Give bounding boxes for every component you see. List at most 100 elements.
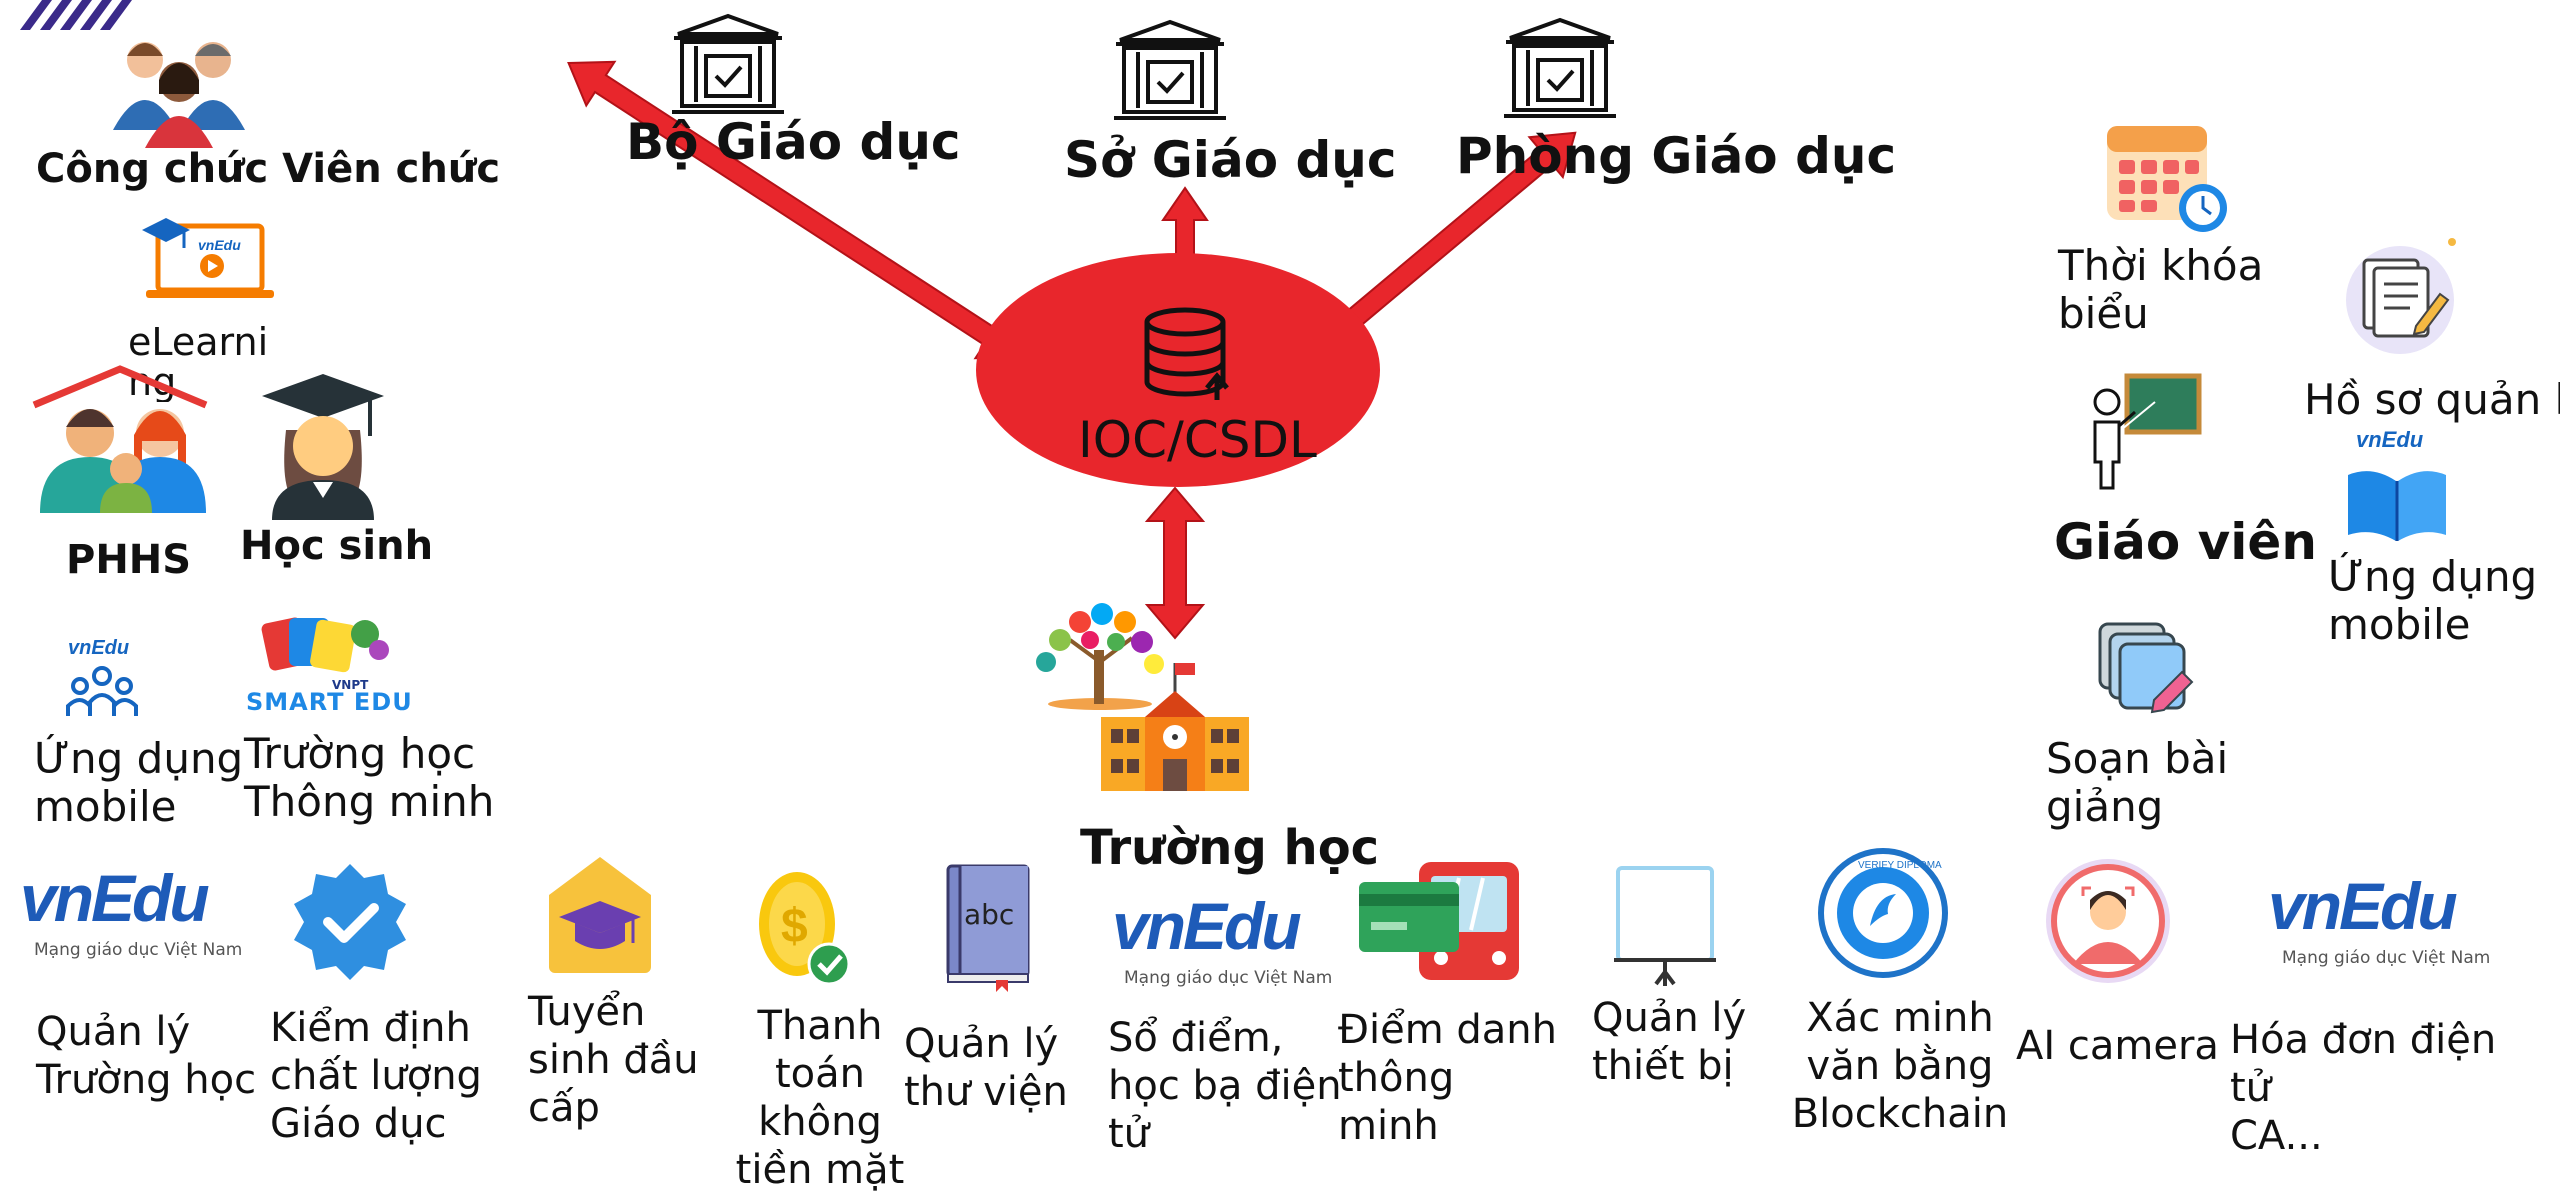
lesson-plan-label-2: giảng [2046,782,2164,831]
left-mobile-app-label-1: Ứng dụng [34,734,244,783]
cashless-payment-coin-icon: $ [759,872,851,986]
service-label-line: AI camera [2016,1023,2219,1069]
office-building-icon [1504,17,1616,118]
enrollment-graduation-icon [549,857,651,973]
diploma-blockchain-seal-icon: VERIFY DIPLOMA [1818,848,1948,978]
vnpt-logo-text: VNPT [332,678,369,692]
department-label: Sở Giáo dục [1064,131,1397,189]
parents-family-icon [32,365,208,513]
department-building-icon [1114,19,1226,120]
equipment-projector-screen-icon [1614,866,1716,986]
service-label-line: minh [1338,1103,1439,1149]
civil-servants-people-icon [113,42,245,148]
civil-servants-label: Công chức Viên chức [36,146,501,192]
smart-school-label-1: Trường học [244,729,476,778]
left-mobile-app-label-2: mobile [34,782,177,831]
records-label: Hồ sơ quản lý [2304,375,2560,424]
service-label-line: chất lượng [270,1053,482,1099]
ioc-center-ellipse [976,253,1380,487]
smart-school-label-2: Thông minh [244,777,495,826]
ioc-label: IOC/CSDL [1078,411,1317,469]
lesson-plan-label-1: Soạn bài [2046,734,2229,783]
teacher-blackboard-icon [2093,373,2202,490]
service-label-line: Giáo dục [270,1101,447,1147]
elearning-label: eLearning [128,322,269,402]
service-label-10: AI camera [2016,1022,2219,1070]
vnedu-logo-gradebook: vnEdu Mạng giáo dục Việt Nam [1112,890,1332,1000]
smart-edu-logo-text: SMART EDU [246,688,413,716]
service-label-line: Tuyển [528,989,646,1035]
service-label-line: Trường học [36,1057,257,1103]
service-label-line: Sổ điểm, [1108,1015,1284,1061]
vnedu-book-app-icon: vnEdu [2348,427,2446,541]
service-label-line: thông [1338,1055,1455,1101]
lesson-plan-icon [2098,622,2194,714]
vnedu-tagline: Mạng giáo dục Việt Nam [1124,968,1333,988]
corner-stripes-decoration [20,0,132,30]
service-label-line: tử [1108,1111,1150,1157]
service-label-line: tiền mặt [735,1147,905,1193]
office-label: Phòng Giáo dục [1456,127,1897,185]
service-label-line: học bạ điện [1108,1063,1342,1109]
vnedu-brand-text: vnEdu [20,861,210,935]
ministry-label: Bộ Giáo dục [626,113,961,171]
records-documents-icon [2346,238,2456,354]
service-label-line: tử [2230,1065,2272,1111]
parents-label: PHHS [66,537,192,583]
vnedu-brand-text: vnEdu [2268,869,2458,943]
elearning-icon: vnEdu [142,218,274,298]
service-label-line: sinh đầu [528,1037,699,1083]
vnedu-tagline: Mạng giáo dục Việt Nam [2282,948,2491,968]
library-book-icon [946,864,1030,992]
vnedu-tagline: Mạng giáo dục Việt Nam [34,940,243,960]
svg-text:vnEdu: vnEdu [2356,427,2424,452]
school-label: Trường học [1080,820,1380,876]
service-label-line: thư viện [904,1069,1068,1115]
service-label-line: Quản lý [904,1021,1059,1067]
vnedu-mobile-app-icon: vnEdu [66,637,138,716]
school-tree-icon [1036,603,1164,710]
service-label-line: thiết bị [1592,1043,1734,1089]
service-label-line: Blockchain [1791,1091,2009,1137]
right-mobile-label-1: Ứng dụng [2328,552,2538,601]
service-label-line: CA... [2230,1113,2323,1159]
service-label-line: Thanh [757,1003,883,1049]
attendance-bus-card-icon [1359,862,1519,980]
timetable-label-1: Thời khóa [2058,241,2264,290]
arrow-ministry [567,60,1023,360]
service-label-line: Hóa đơn điện [2230,1017,2497,1063]
service-label-line: Quản lý [1592,995,1747,1041]
students-label: Học sinh [240,523,434,569]
school-building-icon [1101,663,1249,791]
svg-text:VERIFY DIPLOMA: VERIFY DIPLOMA [1858,860,1942,871]
service-label-line: cấp [528,1085,600,1131]
service-label-line: Kiểm định [270,1005,471,1051]
service-label-line: văn bằng [1806,1043,1994,1089]
svg-text:$: $ [781,900,808,953]
service-label-line: toán [774,1051,866,1097]
arrow-school [1144,486,1206,640]
vnedu-logo-school-management: vnEdu Mạng giáo dục Việt Nam [20,861,242,972]
svg-text:vnEdu: vnEdu [68,637,129,659]
library-book-text: abc [964,898,1015,931]
verified-badge-icon [294,864,406,980]
service-label-line: Quản lý [36,1009,191,1055]
student-graduate-icon [262,374,384,520]
service-label-line: Xác minh [1806,995,1994,1041]
right-mobile-label-2: mobile [2328,600,2471,649]
smart-edu-logo-icon [261,617,389,673]
ai-camera-face-icon [2046,859,2170,983]
ministry-building-icon [672,13,784,114]
svg-text:vnEdu: vnEdu [198,237,241,253]
service-label-line: không [758,1099,882,1145]
timetable-label-2: biểu [2058,289,2149,338]
